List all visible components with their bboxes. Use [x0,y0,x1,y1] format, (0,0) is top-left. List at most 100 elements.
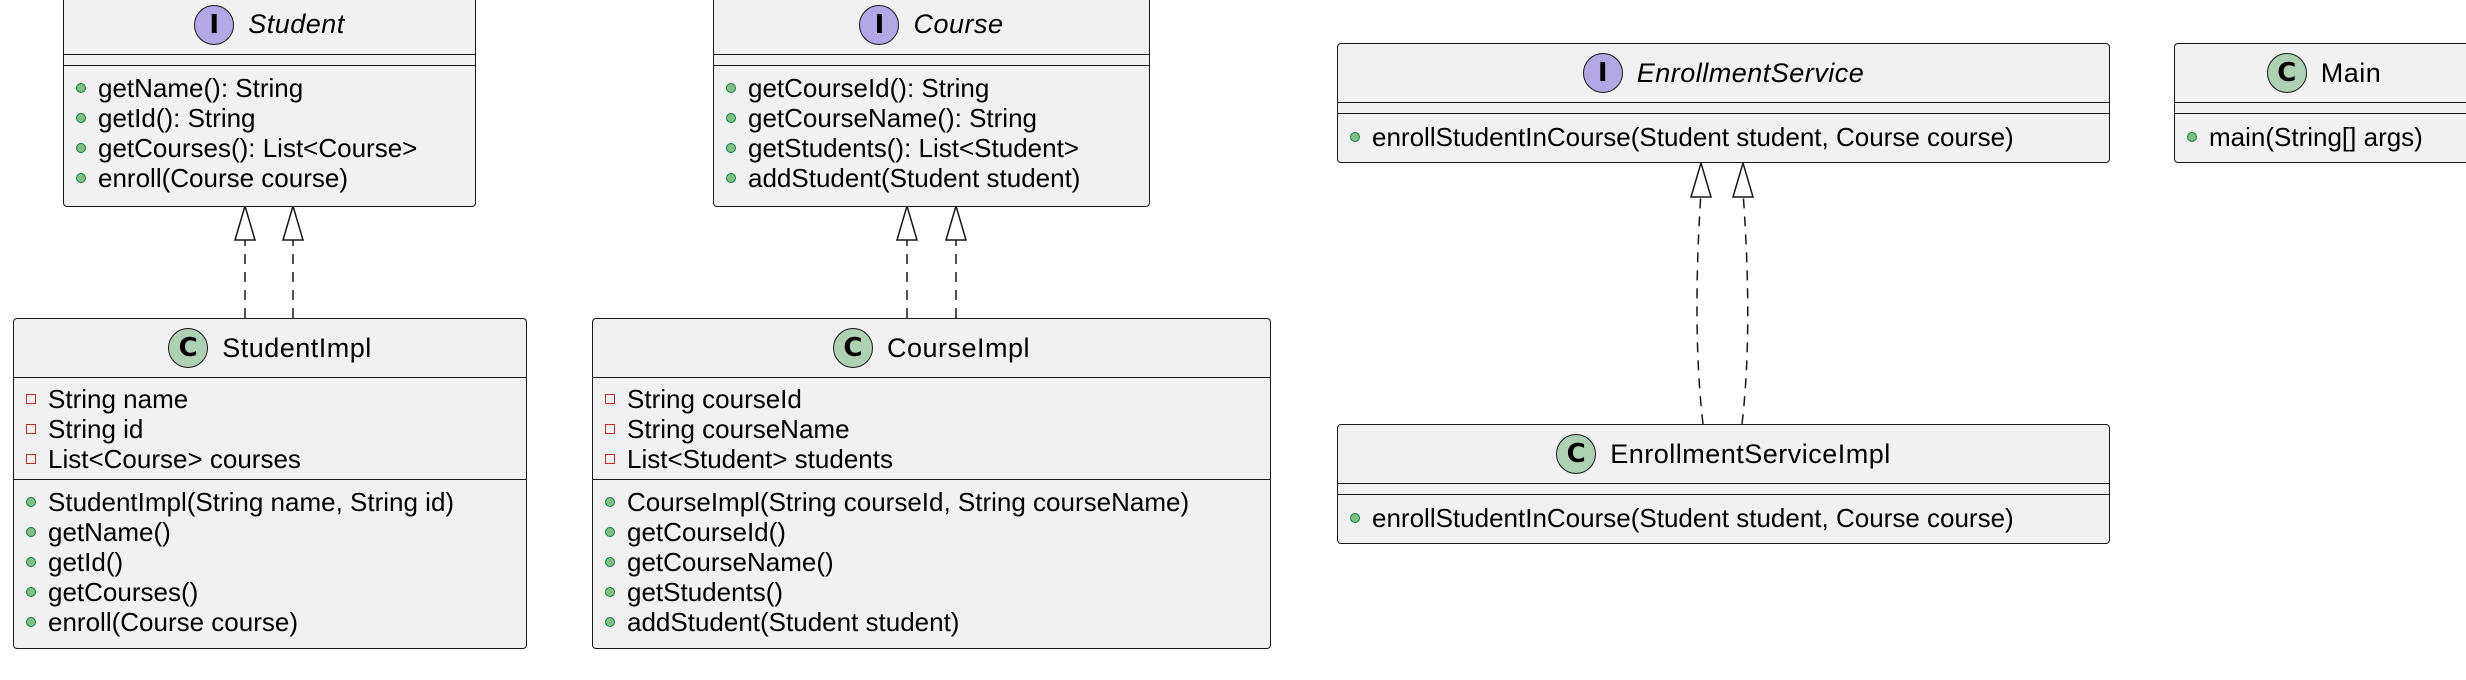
method-signature: enroll(Course course) [98,162,348,193]
courseimpl-class-header: C CourseImpl [593,319,1270,377]
method-signature: addStudent(Student student) [748,162,1081,193]
method-signature: getId(): String [98,102,256,133]
class-stereotype-icon: C [1556,434,1597,474]
method-row: enroll(Course course) [64,163,475,193]
method-row: getName(): String [64,73,475,103]
public-visibility-icon [605,617,615,627]
studentimpl-class-name: StudentImpl [222,332,372,363]
method-row: getStudents(): List<Student> [714,133,1149,163]
public-visibility-icon [1350,132,1360,142]
method-signature: getName() [48,516,171,547]
method-signature: getCourses(): List<Course> [98,132,418,163]
divider [2175,113,2466,114]
public-visibility-icon [605,497,615,507]
course-interface: I Course getCourseId(): String getCourse… [713,0,1150,207]
public-visibility-icon [26,557,36,567]
method-row: getStudents() [593,577,1270,607]
interface-stereotype-icon: I [1582,53,1623,93]
method-row: enroll(Course course) [14,607,526,637]
divider [64,65,475,66]
method-row: addStudent(Student student) [714,163,1149,193]
field-signature: List<Course> courses [48,443,301,474]
method-row: getCourses() [14,577,526,607]
method-row: main(String[] args) [2175,122,2466,152]
method-row: enrollStudentInCourse(Student student, C… [1338,122,2109,152]
main-class-name: Main [2320,57,2382,88]
course-interface-methods: getCourseId(): String getCourseName(): S… [714,73,1149,193]
field-signature: String courseName [627,413,850,444]
private-visibility-icon [26,394,36,404]
field-signature: String name [48,383,189,414]
enrollmentserviceimpl-methods: enrollStudentInCourse(Student student, C… [1338,503,2109,533]
public-visibility-icon [605,557,615,567]
courseimpl-class: C CourseImpl String courseId String cour… [592,318,1271,649]
student-interface: I Student getName(): String getId(): Str… [63,0,476,207]
public-visibility-icon [76,83,86,93]
class-stereotype-icon: C [168,328,209,368]
divider [593,377,1270,378]
realization-arrowhead [1731,160,1755,198]
method-signature: enrollStudentInCourse(Student student, C… [1372,502,2014,533]
course-interface-name: Course [913,9,1004,39]
public-visibility-icon [76,113,86,123]
public-visibility-icon [26,617,36,627]
method-signature: addStudent(Student student) [627,606,960,637]
interface-stereotype-icon: I [859,4,900,45]
studentimpl-class: C StudentImpl String name String id List… [13,318,527,649]
field-row: List<Student> students [593,444,1270,474]
interface-stereotype-icon: I [194,4,235,45]
courseimpl-methods: CourseImpl(String courseId, String cours… [593,487,1270,637]
main-class-methods: main(String[] args) [2175,122,2466,152]
method-signature: enrollStudentInCourse(Student student, C… [1372,121,2014,152]
divider [64,54,475,55]
method-row: CourseImpl(String courseId, String cours… [593,487,1270,517]
enrollmentservice-interface-name: EnrollmentService [1636,57,1865,88]
realization-arrowhead [1689,160,1713,198]
studentimpl-fields: String name String id List<Course> cours… [14,384,526,474]
divider [1338,494,2109,495]
realization-arrowhead [895,203,919,241]
public-visibility-icon [726,83,736,93]
method-signature: getCourseId(): String [748,72,990,103]
method-row: getCourseId(): String [714,73,1149,103]
divider [1338,102,2109,103]
divider [593,479,1270,480]
public-visibility-icon [726,143,736,153]
field-row: String courseId [593,384,1270,414]
realization-arrowhead [944,203,968,241]
method-signature: getCourseName() [627,546,834,577]
field-row: List<Course> courses [14,444,526,474]
realization-arrowhead [281,203,305,241]
student-interface-methods: getName(): String getId(): String getCou… [64,73,475,193]
divider [2175,102,2466,103]
studentimpl-class-header: C StudentImpl [14,319,526,377]
divider [714,65,1149,66]
method-signature: getCourses() [48,576,199,607]
main-class-header: C Main [2175,44,2466,102]
field-row: String courseName [593,414,1270,444]
public-visibility-icon [26,497,36,507]
method-row: getCourseId() [593,517,1270,547]
private-visibility-icon [605,424,615,434]
method-signature: enroll(Course course) [48,606,298,637]
public-visibility-icon [26,587,36,597]
method-signature: getCourseName(): String [748,102,1037,133]
field-signature: String id [48,413,144,444]
enrollmentservice-interface-header: I EnrollmentService [1338,44,2109,102]
field-row: String id [14,414,526,444]
method-row: getCourseName() [593,547,1270,577]
divider [14,377,526,378]
private-visibility-icon [605,394,615,404]
field-signature: List<Student> students [627,443,893,474]
enrollmentservice-interface-methods: enrollStudentInCourse(Student student, C… [1338,122,2109,152]
method-signature: getStudents(): List<Student> [748,132,1079,163]
method-signature: StudentImpl(String name, String id) [48,486,455,517]
field-signature: String courseId [627,383,802,414]
method-row: addStudent(Student student) [593,607,1270,637]
method-row: getId() [14,547,526,577]
method-signature: main(String[] args) [2209,121,2423,152]
student-interface-header: I Student [64,0,475,54]
student-interface-name: Student [248,9,345,39]
divider [714,54,1149,55]
